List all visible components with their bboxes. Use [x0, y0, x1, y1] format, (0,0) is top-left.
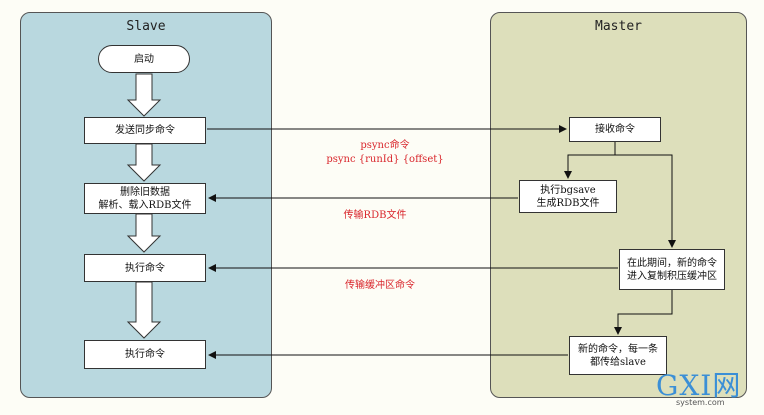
slave-flow-arrow-3 — [126, 213, 162, 253]
master-buffer-step: 在此期间，新的命令 进入复制积压缓冲区 — [619, 249, 725, 290]
slave-start-node: 启动 — [98, 45, 190, 73]
slave-send-sync-step: 发送同步命令 — [84, 117, 206, 144]
psync-message-label: psync命令 psync {runId} {offset} — [326, 140, 444, 165]
master-lane-title: Master — [595, 19, 642, 34]
slave-flow-arrow-4 — [126, 281, 162, 339]
slave-exec-command-step-1: 执行命令 — [84, 254, 206, 282]
master-flow-receive-to-buffer — [614, 142, 676, 248]
buffer-transfer-label: 传输缓冲区命令 — [345, 280, 415, 291]
watermark-logo: GXI网 — [656, 369, 742, 402]
master-flow-receive-to-bgsave — [564, 142, 616, 179]
slave-flow-arrow-1 — [126, 73, 162, 117]
rdb-transfer-label: 传输RDB文件 — [343, 210, 407, 221]
slave-exec-command-step-2: 执行命令 — [84, 340, 206, 369]
slave-load-rdb-step: 删除旧数据 解析、载入RDB文件 — [84, 183, 206, 214]
master-bgsave-step: 执行bgsave 生成RDB文件 — [519, 180, 617, 213]
master-flow-buffer-to-propagate — [614, 290, 673, 335]
master-propagate-step: 新的命令，每一条 都传给slave — [569, 336, 667, 375]
master-receive-step: 接收命令 — [569, 117, 661, 142]
watermark-domain: system.com — [676, 398, 725, 407]
slave-lane-title: Slave — [126, 19, 166, 34]
slave-flow-arrow-2 — [126, 143, 162, 182]
